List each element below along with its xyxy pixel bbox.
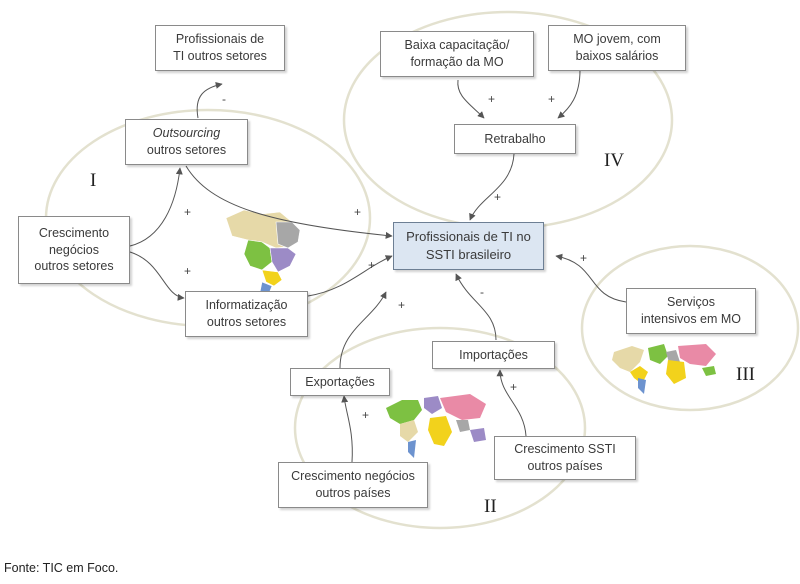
sign-importacoes-to-center: - xyxy=(480,285,484,299)
arrow-mojovem-to-retrabalho xyxy=(557,69,581,119)
world-map-small xyxy=(612,344,716,394)
sign-cresc-to-outsourcing: + xyxy=(184,205,192,219)
node-prof-ti-outros-setores: Profissionais de TI outros setores xyxy=(155,25,285,71)
arrow-servicos-to-center xyxy=(555,253,627,303)
node-line: negócios xyxy=(48,242,100,257)
group-ellipse-II xyxy=(293,326,587,530)
region-label-I: I xyxy=(90,170,97,191)
node-line: Profissionais de TI no xyxy=(406,229,531,245)
group-ellipse-III xyxy=(580,244,800,412)
node-line: SSTI brasileiro xyxy=(425,247,512,262)
arrow-exportacoes-to-center xyxy=(339,291,387,369)
sign-baixa-to-retrabalho: + xyxy=(488,92,496,106)
node-line: MO jovem, com xyxy=(573,32,661,47)
sign-brazil-to-center: + xyxy=(354,205,362,219)
node-line: baixos salários xyxy=(575,49,659,63)
arrow-cresc-paises-to-exportacoes xyxy=(341,395,353,463)
region-label-IV: IV xyxy=(604,150,625,171)
node-line: formação da MO xyxy=(410,55,504,69)
sign-cresc-paises-to-exportacoes: + xyxy=(362,408,370,422)
world-map-large xyxy=(386,394,486,458)
arrow-retrabalho-to-center xyxy=(469,153,515,221)
node-line: Crescimento xyxy=(38,225,110,240)
sign-cresc-to-informatizacao: + xyxy=(184,264,192,278)
arrow-importacoes-to-center xyxy=(455,273,497,341)
sign-informatizacao-to-center: + xyxy=(368,258,376,272)
sign-servicos-to-center: + xyxy=(580,251,588,265)
node-retrabalho: Retrabalho xyxy=(454,124,576,154)
node-line: outros setores xyxy=(34,259,114,274)
node-center-profissionais-ssti: Profissionais de TI no SSTI brasileiro xyxy=(393,222,544,270)
arrow-outsourcing-to-center xyxy=(185,165,393,239)
node-line: Crescimento SSTI xyxy=(514,442,616,457)
node-line: Crescimento negócios xyxy=(291,469,415,484)
node-line: outros setores xyxy=(146,143,227,157)
sign-cresc-ssti-to-importacoes: + xyxy=(510,380,518,394)
source-note: Fonte: TIC em Foco. xyxy=(4,561,119,575)
node-line: Baixa capacitação/ xyxy=(404,38,510,53)
node-baixa-capacitacao: Baixa capacitação/ formação da MO xyxy=(380,31,534,77)
sign-exportacoes-to-center: + xyxy=(398,298,406,312)
node-servicos-intensivos: Serviços intensivos em MO xyxy=(626,288,756,334)
arrow-outsourcing-to-prof-ti xyxy=(196,81,223,119)
node-cresc-negocios-paises: Crescimento negócios outros países xyxy=(278,462,428,508)
node-informatizacao: Informatização outros setores xyxy=(185,291,308,337)
region-label-III: III xyxy=(736,364,755,385)
node-line: Outsourcing xyxy=(152,126,221,141)
node-line: outros países xyxy=(527,459,603,473)
arrow-informatizacao-to-center xyxy=(307,255,393,297)
node-mo-jovem: MO jovem, com baixos salários xyxy=(548,25,686,71)
arrow-cresc-ssti-to-importacoes xyxy=(496,369,527,437)
node-line: outros países xyxy=(315,486,391,500)
node-line: Serviços xyxy=(667,295,715,310)
node-line: Profissionais de xyxy=(175,32,265,47)
sign-mojovem-to-retrabalho: + xyxy=(548,92,556,106)
node-outsourcing: Outsourcing outros setores xyxy=(125,119,248,165)
arrow-baixa-to-retrabalho xyxy=(457,79,485,119)
node-cresc-ssti-paises: Crescimento SSTI outros países xyxy=(494,436,636,480)
region-label-II: II xyxy=(484,496,497,517)
node-line: Retrabalho xyxy=(484,131,546,146)
arrow-cresc-to-outsourcing xyxy=(129,167,183,247)
node-line: outros setores xyxy=(206,315,287,329)
node-exportacoes: Exportações xyxy=(290,368,390,396)
node-line: Informatização xyxy=(205,298,288,313)
sign-retrabalho-to-center: + xyxy=(494,190,502,204)
node-line: intensivos em MO xyxy=(640,312,742,326)
node-importacoes: Importações xyxy=(432,341,555,369)
brazil-map xyxy=(225,209,301,297)
arrow-cresc-to-informatizacao xyxy=(129,251,185,301)
node-line: Exportações xyxy=(305,374,375,389)
node-line: Importações xyxy=(459,347,528,362)
sign-outsourcing-to-prof: - xyxy=(222,92,226,106)
node-crescimento-negocios: Crescimento negócios outros setores xyxy=(18,216,130,284)
node-line: TI outros setores xyxy=(173,49,267,63)
